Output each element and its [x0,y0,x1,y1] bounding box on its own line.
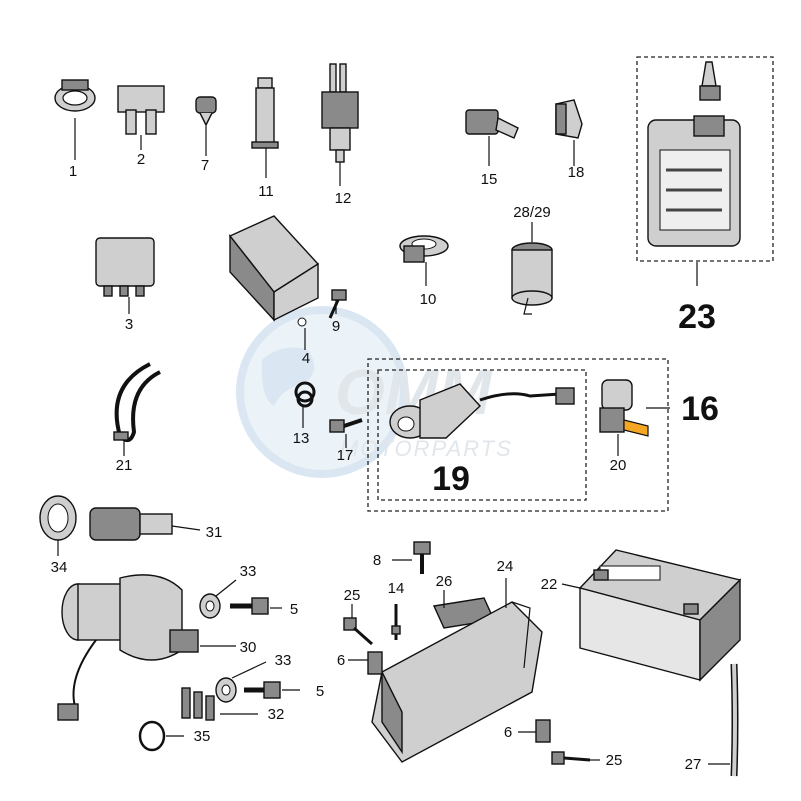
callout-4: 4 [302,350,310,367]
part-6-clip-b[interactable] [535,719,551,743]
callout-27: 27 [685,756,702,773]
callout-20: 20 [610,457,627,474]
part-21-cable-tie[interactable] [113,362,161,443]
part-4-regulator[interactable] [228,215,320,327]
watermark: OMM MOTORPARTS [236,306,513,478]
part-8-screw[interactable] [413,541,431,574]
callout-2: 2 [137,151,145,168]
part-19-sensor[interactable] [389,383,575,439]
part-15-connector[interactable] [465,109,519,139]
part-23-oil-bottle[interactable] [647,61,741,247]
part-13-spring[interactable] [294,381,316,408]
part-2-fuse[interactable] [117,85,165,135]
part-9-screw[interactable] [328,289,347,319]
callout-25b: 25 [606,752,623,769]
part-31-bendix[interactable] [89,507,201,541]
part-18-bracket[interactable] [555,99,583,139]
callout-6a: 6 [337,652,345,669]
callout-26: 26 [436,573,453,590]
part-24-battery-tray[interactable] [371,601,543,763]
callout-33b: 33 [275,652,292,669]
callout-24: 24 [497,558,514,575]
part-7-clip[interactable] [195,96,217,127]
group-label-16: 16 [681,390,719,428]
callout-7: 7 [201,157,209,174]
part-starter-motor[interactable] [57,574,199,721]
part-20-lock-barrel[interactable] [599,379,649,437]
callout-13: 13 [293,430,310,447]
callout-9: 9 [332,318,340,335]
callout-34: 34 [51,559,68,576]
group-box-19 [377,369,587,501]
callout-14: 14 [388,580,405,597]
part-5-bolt-a[interactable] [230,597,269,615]
callout-17: 17 [337,447,354,464]
group-label-19: 19 [432,460,470,498]
callout-32: 32 [268,706,285,723]
part-3-relay[interactable] [95,237,155,297]
callout-3: 3 [125,316,133,333]
callout-5a: 5 [290,601,298,618]
callout-1: 1 [69,163,77,180]
callout-33a: 33 [240,563,257,580]
part-14-pin[interactable] [391,604,401,640]
callout-12: 12 [335,190,352,207]
part-11-bulb[interactable] [251,77,279,149]
callout-30: 30 [240,639,257,656]
group-box-23 [636,56,774,262]
part-17-bolt[interactable] [329,418,363,433]
part-10-grommet[interactable] [399,235,449,263]
callout-18: 18 [568,164,585,181]
part-33-washer-b[interactable] [215,677,237,703]
callout-22: 22 [541,576,558,593]
part-25-screw-a[interactable] [343,617,373,646]
part-32-brushes[interactable] [181,687,215,721]
part-33-washer-a[interactable] [199,593,221,619]
callout-6b: 6 [504,724,512,741]
callout-21: 21 [116,457,133,474]
callout-11: 11 [258,183,274,200]
callout-2829: 28/29 [513,204,551,221]
part-25-screw-b[interactable] [551,751,591,765]
callout-25a: 25 [344,587,361,604]
part-12-stop-switch[interactable] [321,63,359,163]
part-6-clip-a[interactable] [367,651,383,675]
callout-8: 8 [373,552,381,569]
watermark-continent [261,347,315,406]
part-22-battery[interactable] [578,549,742,682]
part-2829-socket[interactable] [511,242,553,315]
callout-5b: 5 [316,683,324,700]
watermark-subtext: MOTORPARTS [340,436,513,461]
callout-35: 35 [194,728,211,745]
group-label-23: 23 [678,298,716,336]
callout-15: 15 [481,171,498,188]
part-5-bolt-b[interactable] [244,681,281,699]
part-35-oring[interactable] [138,720,166,752]
callout-31: 31 [206,524,223,541]
part-1-clamp[interactable] [54,79,96,112]
group-box-16 [367,358,669,512]
part-34-ring[interactable] [39,495,77,541]
callout-10: 10 [420,291,437,308]
part-27-hose[interactable] [730,663,739,777]
